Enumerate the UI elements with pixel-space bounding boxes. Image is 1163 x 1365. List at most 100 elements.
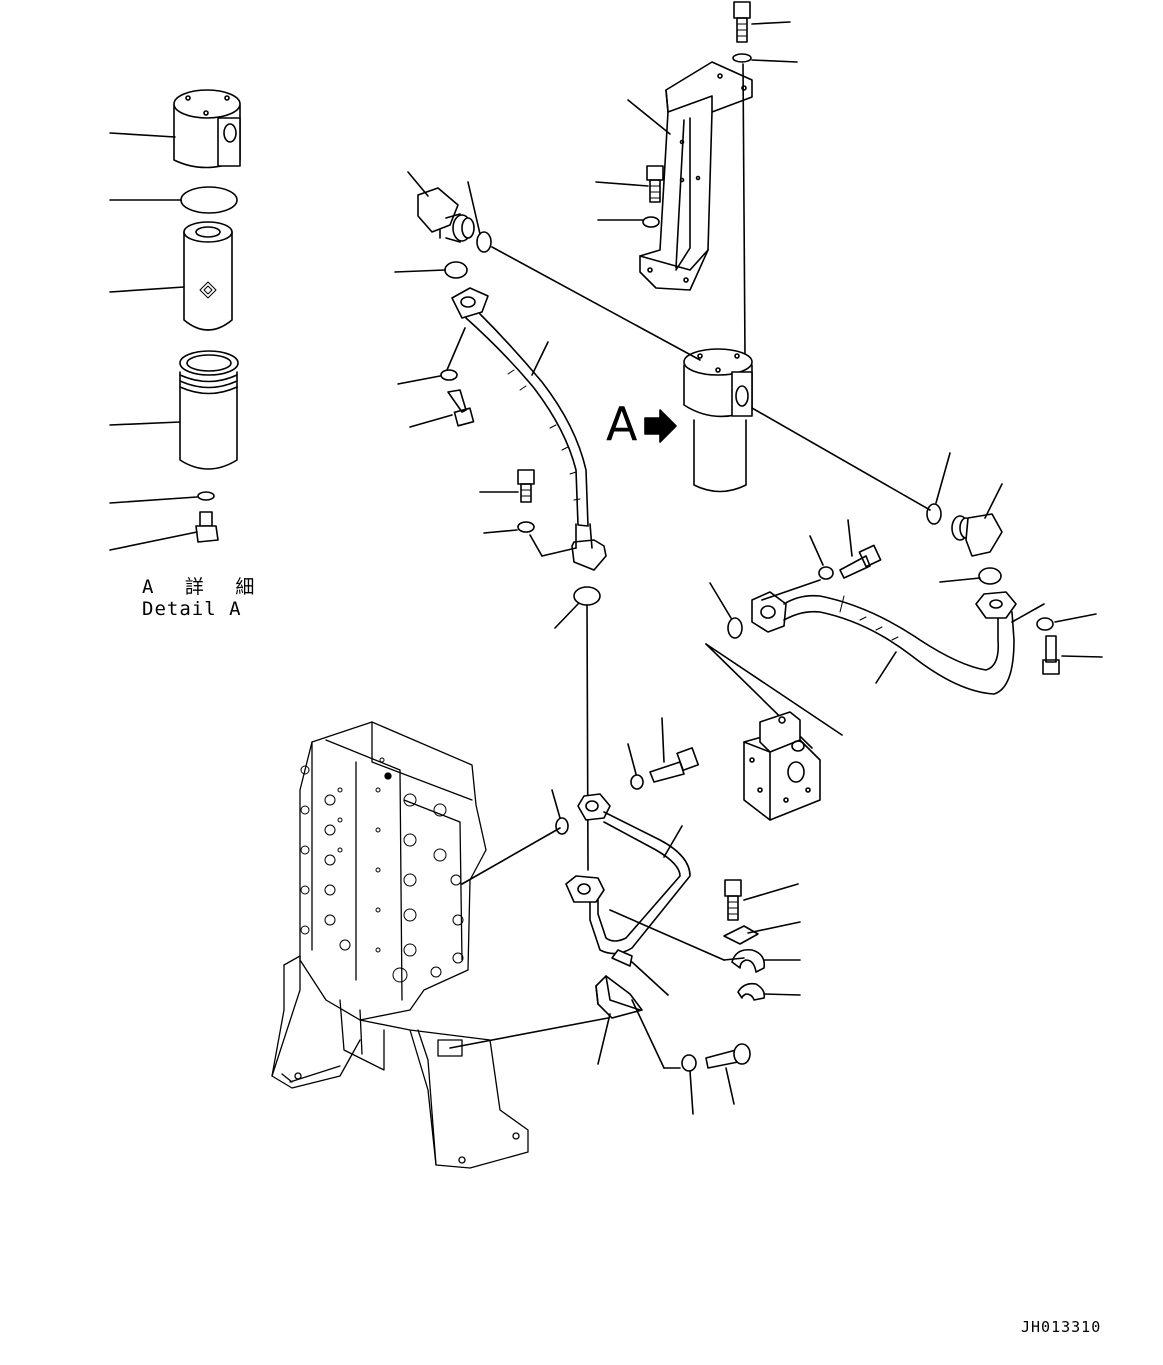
leader-line <box>610 910 724 960</box>
leader-line <box>876 652 896 683</box>
leader-line <box>752 60 797 62</box>
leader-line <box>598 1014 610 1064</box>
leader-line <box>764 994 800 995</box>
clamp-mount-bolt <box>706 1044 750 1068</box>
leader-line <box>398 376 440 384</box>
u-tube <box>566 794 690 954</box>
leader-line <box>552 790 560 818</box>
filter-element <box>184 222 232 330</box>
leader-line <box>706 644 842 735</box>
right-flange-o-ring <box>979 568 1001 584</box>
hydraulic-pump <box>744 712 820 820</box>
tube-bolt <box>650 748 698 782</box>
leader-line <box>710 583 731 618</box>
flange-o-ring <box>445 262 467 278</box>
o-ring <box>181 187 237 213</box>
detail-title-japanese: A 詳 細 <box>142 576 265 598</box>
clamp-bolt <box>725 880 741 920</box>
right-hydraulic-hose <box>752 592 1016 694</box>
leader-line <box>743 64 745 356</box>
leader-line <box>395 270 445 272</box>
leader-line <box>936 453 950 503</box>
leader-line <box>744 884 798 900</box>
outlet-o-ring <box>574 587 600 605</box>
leader-line <box>628 100 670 134</box>
leader-line <box>724 958 744 960</box>
drawing-code: JH013310 <box>1021 1318 1102 1336</box>
flange-bolt <box>518 470 534 502</box>
leader-line <box>810 536 823 565</box>
mounting-bolt <box>734 2 750 42</box>
hydraulic-hose <box>452 288 606 570</box>
fitting-o-ring <box>477 232 491 252</box>
clamp-plate <box>724 926 758 944</box>
leader-line <box>690 1071 693 1114</box>
view-a-marker: A <box>606 397 638 451</box>
leader-line <box>762 580 820 600</box>
clamp-washer <box>682 1055 696 1071</box>
flange-washer <box>518 522 534 532</box>
leader-line <box>664 826 682 857</box>
leader-line <box>848 520 852 556</box>
leader-line <box>752 408 930 510</box>
leader-line <box>530 535 542 556</box>
leader-line <box>484 530 517 533</box>
leader-line <box>110 133 175 137</box>
bracket-washer <box>643 217 659 227</box>
detail-title-english: Detail A <box>142 598 242 620</box>
hose-washer <box>441 370 457 380</box>
leader-line <box>110 532 197 550</box>
leader-line <box>1012 604 1044 622</box>
right-hose-bolt <box>1043 636 1059 674</box>
leader-line <box>110 287 184 292</box>
clamp-half <box>738 984 764 1000</box>
filter-bracket <box>640 62 752 290</box>
leader-line <box>542 548 576 556</box>
leader-line <box>468 182 480 234</box>
leader-line <box>450 1018 608 1048</box>
leader-line <box>596 182 648 186</box>
arrow-right-icon <box>645 410 676 442</box>
right-hose-washer <box>1037 618 1053 630</box>
mounting-washer <box>733 54 751 62</box>
leader-line <box>662 718 664 762</box>
leader-line <box>628 744 636 774</box>
drain-o-ring <box>198 492 214 500</box>
leader-line <box>632 1000 664 1068</box>
leader-line <box>752 22 790 24</box>
leader-line <box>555 604 578 628</box>
leader-line <box>492 247 700 360</box>
leader-line <box>726 1068 734 1104</box>
hose-bolt <box>448 390 474 426</box>
right-flange-washer <box>819 567 833 579</box>
leader-line <box>447 328 465 370</box>
leader-line <box>408 172 428 196</box>
control-valve-assembly <box>272 722 528 1168</box>
leader-line <box>410 415 452 427</box>
leader-line <box>587 605 588 870</box>
leader-line <box>748 922 800 933</box>
line-filter-assembly <box>684 349 752 492</box>
bracket-bolt <box>647 166 663 202</box>
leader-line <box>532 342 548 375</box>
right-elbow-fitting <box>952 514 1002 556</box>
tube-washer <box>631 775 643 789</box>
leader-line <box>110 497 197 503</box>
filter-head-cap <box>174 90 240 168</box>
leader-line <box>940 578 980 582</box>
leader-line <box>110 422 180 425</box>
leader-line <box>462 828 560 884</box>
right-hose-o-ring <box>728 618 742 638</box>
filter-case <box>180 351 238 469</box>
tube-o-ring <box>556 818 568 834</box>
elbow-fitting <box>418 188 474 242</box>
leader-line <box>1062 656 1102 657</box>
clamp-half <box>732 950 764 972</box>
mounting-clamp <box>596 950 668 1018</box>
drain-plug <box>196 512 218 542</box>
right-fitting-o-ring <box>927 504 941 524</box>
right-flange-bolt <box>840 545 881 578</box>
leader-line <box>1055 614 1096 622</box>
leader-line <box>985 484 1002 518</box>
